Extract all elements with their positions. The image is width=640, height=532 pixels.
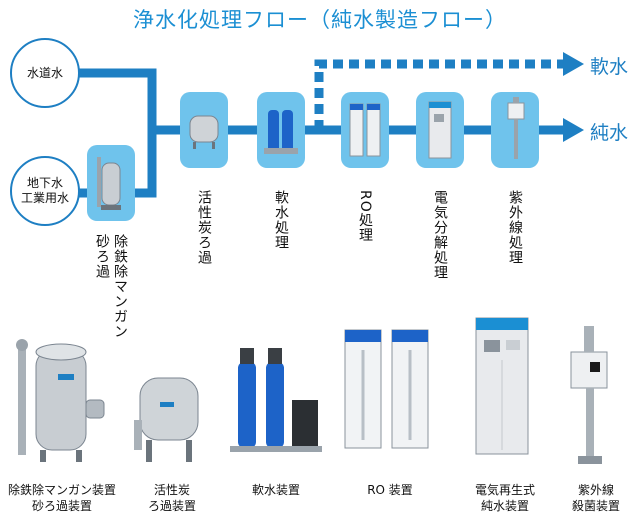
soft-branch-line xyxy=(314,59,565,130)
soft-arrowhead xyxy=(563,52,584,76)
stage-softener-label: 軟水処理 xyxy=(273,190,289,250)
softener-icon xyxy=(264,110,298,154)
electro-deionization-photo xyxy=(475,317,529,455)
output-pure-water: 純水 xyxy=(590,122,629,144)
source-ground-water: 地下水 工業用水 xyxy=(10,156,80,226)
caption-carbon: 活性炭 ろ過装置 xyxy=(147,483,196,513)
electro-unit-icon xyxy=(428,101,452,159)
source-tap-water: 水道水 xyxy=(10,38,80,108)
pure-arrowhead xyxy=(563,118,584,142)
tap-line xyxy=(78,68,157,130)
carbon-filter-tank-photo xyxy=(134,377,199,462)
sand-filter-icon xyxy=(97,157,121,210)
iron-removal-tank-photo xyxy=(16,339,105,462)
stage-iron-removal xyxy=(87,145,135,221)
water-softener-photo xyxy=(230,348,322,452)
output-soft-water: 軟水 xyxy=(590,56,629,78)
stage-uv xyxy=(491,92,539,168)
stage-iron-removal-label-b: 砂ろ過 xyxy=(94,234,110,279)
caption-softener: 軟水装置 xyxy=(251,483,300,497)
stage-electro-label: 電気分解処理 xyxy=(432,190,448,280)
stage-activated-carbon xyxy=(180,92,228,168)
stage-uv-label: 紫外線処理 xyxy=(507,190,523,265)
stage-softener xyxy=(257,92,305,168)
stage-ro xyxy=(341,92,389,168)
caption-iron-removal: 除鉄除マンガン装置 砂ろ過装置 xyxy=(7,483,116,513)
caption-uv: 紫外線 殺菌装置 xyxy=(571,483,620,513)
ro-unit-photo xyxy=(344,329,429,449)
ro-unit-icon xyxy=(349,103,381,157)
ground-label-1: 地下水 xyxy=(26,176,63,190)
caption-electro: 電気再生式 純水装置 xyxy=(474,483,535,513)
uv-sterilizer-photo xyxy=(570,326,608,464)
stage-iron-removal-label-a: 除鉄除マンガン xyxy=(112,234,128,339)
uv-unit-icon xyxy=(507,97,525,159)
diagram-title: 浄水化処理フロー（純水製造フロー） xyxy=(133,8,507,32)
ground-label-2: 工業用水 xyxy=(20,191,69,205)
caption-ro: RO 装置 xyxy=(367,483,413,497)
stage-activated-carbon-label: 活性炭ろ過 xyxy=(196,190,212,265)
carbon-tank-icon xyxy=(189,115,219,149)
stage-electro xyxy=(416,92,464,168)
stage-ro-label: RO処理 xyxy=(357,190,373,243)
